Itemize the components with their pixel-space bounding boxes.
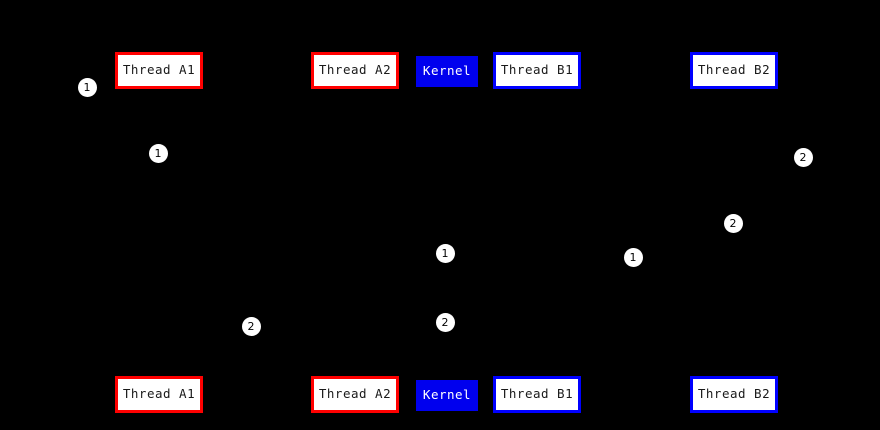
message-arrow xyxy=(355,322,447,323)
lifeline xyxy=(355,89,356,376)
message-arrow xyxy=(159,153,355,154)
participant-bottom-thread-b1[interactable]: Thread B1 xyxy=(493,376,581,413)
step-badge-2: 2 xyxy=(435,312,455,332)
message-arrow xyxy=(537,223,734,224)
message-arrow xyxy=(734,157,812,158)
lifeline-stub xyxy=(536,89,538,92)
participant-top-thread-b2[interactable]: Thread B2 xyxy=(690,52,778,89)
lifeline-stub xyxy=(354,89,356,92)
lifeline xyxy=(537,89,538,376)
participant-bottom-kernel[interactable]: Kernel xyxy=(416,380,478,411)
step-badge-1: 1 xyxy=(623,247,643,267)
participant-top-thread-a2[interactable]: Thread A2 xyxy=(311,52,399,89)
lifeline-stub xyxy=(158,89,160,92)
step-badge-1: 1 xyxy=(77,77,97,97)
lifeline-stub xyxy=(733,89,735,92)
participant-top-thread-b1[interactable]: Thread B1 xyxy=(493,52,581,89)
step-badge-2: 2 xyxy=(793,147,813,167)
participant-bottom-thread-a2[interactable]: Thread A2 xyxy=(311,376,399,413)
step-badge-1: 1 xyxy=(435,243,455,263)
step-badge-1: 1 xyxy=(148,143,168,163)
message-arrow xyxy=(355,253,447,254)
participant-top-thread-a1[interactable]: Thread A1 xyxy=(115,52,203,89)
message-arrow xyxy=(537,257,633,258)
lifeline xyxy=(159,89,160,376)
step-badge-2: 2 xyxy=(241,316,261,336)
step-badge-2: 2 xyxy=(723,213,743,233)
lifeline xyxy=(447,87,448,380)
participant-bottom-thread-a1[interactable]: Thread A1 xyxy=(115,376,203,413)
participant-bottom-thread-b2[interactable]: Thread B2 xyxy=(690,376,778,413)
lifeline xyxy=(734,89,735,376)
lifeline-stub xyxy=(446,87,448,90)
participant-top-kernel[interactable]: Kernel xyxy=(416,56,478,87)
